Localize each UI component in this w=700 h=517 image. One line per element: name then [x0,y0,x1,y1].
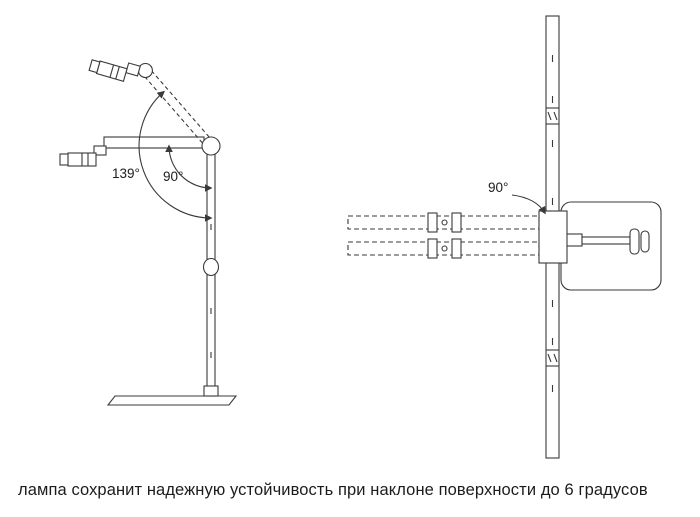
angle-arc-139 [138,90,213,222]
left-side-view: 139° 90° [59,59,238,406]
angle-leader-arrow [511,194,546,215]
pole-coupling-upper [546,107,559,125]
pole-coupling-lower [546,349,559,367]
mid-pole-joint [202,257,220,277]
angle-label-90-left: 90° [163,169,183,184]
caption-text: лампа сохранит надежную устойчивость при… [18,481,648,499]
lamp-technical-diagram: 139° 90° [59,15,662,459]
mounting-block [538,210,568,264]
pole-foot [203,385,219,397]
angle-label-139: 139° [112,166,140,181]
top-pivot-joint [201,136,221,156]
upper-arm-end-joint [137,62,153,79]
lamp-head-upper [88,59,141,82]
lower-arm [103,136,205,149]
lamp-head-lower [59,145,107,167]
cross-arms-dashed [347,215,540,256]
floor-base [106,395,238,406]
arm-clamps [427,212,462,259]
right-front-view: 90° [347,15,662,459]
right-arm [565,228,650,255]
angle-label-90-right: 90° [488,180,508,195]
